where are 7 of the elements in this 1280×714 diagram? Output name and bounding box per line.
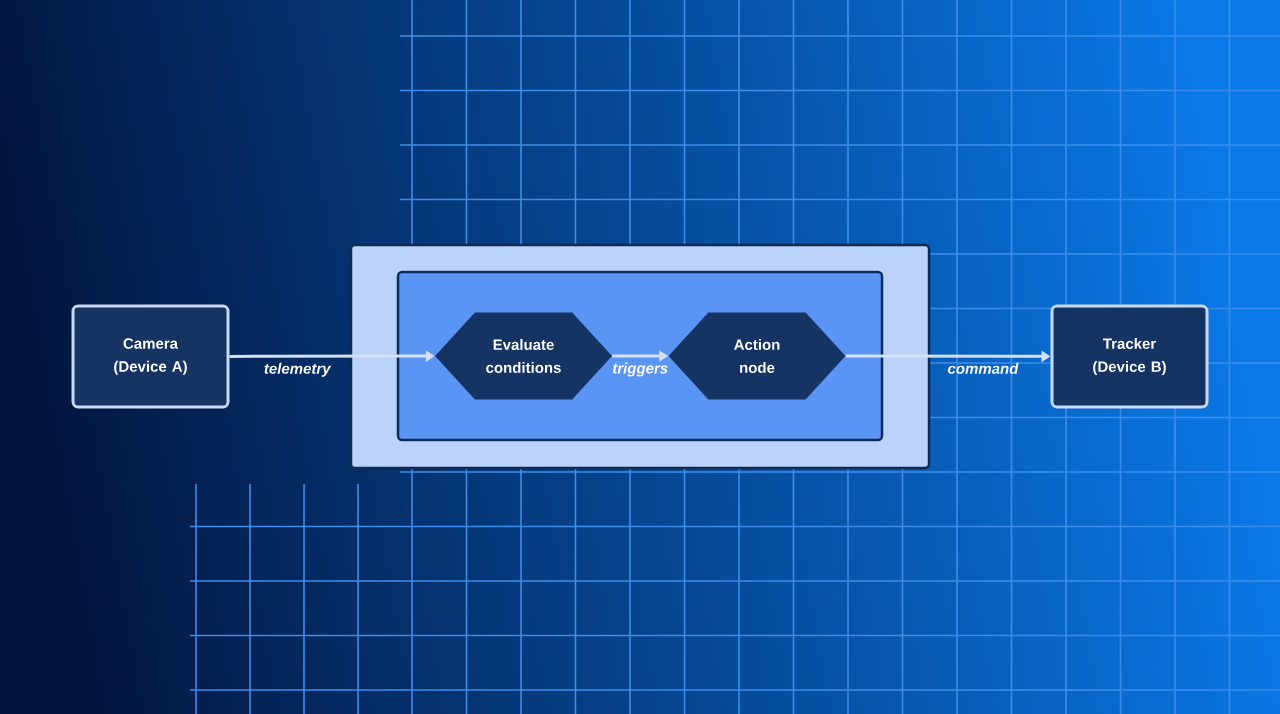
process-hexagon: Evaluate conditions	[435, 312, 612, 400]
edge-label: triggers	[612, 362, 668, 377]
edge-label: command	[948, 362, 1019, 374]
device-box: Camera (Device A)	[71, 304, 230, 409]
edge-label: telemetry	[264, 362, 332, 377]
device-box: Tracker (Device B)	[1050, 304, 1209, 409]
process-hexagon: Action node	[668, 312, 846, 400]
